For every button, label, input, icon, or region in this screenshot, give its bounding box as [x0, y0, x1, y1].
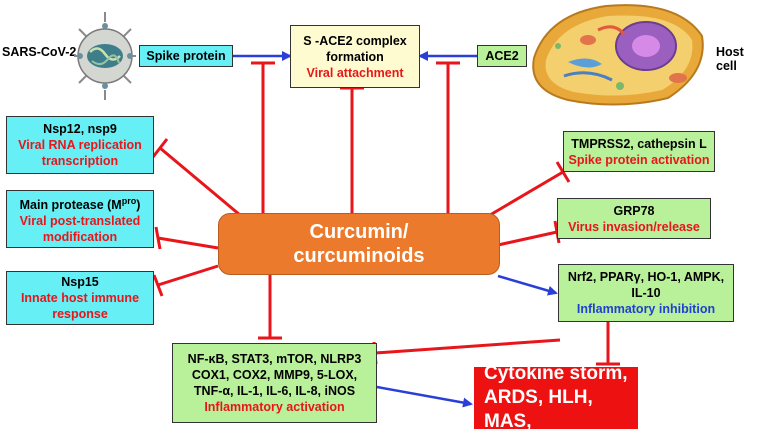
nrf2-effect: Inflammatory inhibition — [576, 302, 716, 316]
mpro-title-sup: pro — [121, 195, 137, 206]
inhibit-mpro-line — [157, 236, 219, 250]
nsp12-effect2: transcription — [41, 154, 119, 168]
tmprss2-box: TMPRSS2, cathepsin L Spike protein activ… — [563, 131, 715, 172]
nsp15-effect1: Innate host immune — [20, 291, 140, 305]
nrf2-line1: Nrf2, PPARγ, HO-1, AMPK, — [567, 270, 725, 284]
inhibit-tmprss2-line — [489, 170, 564, 217]
inhibit-grp78-line — [497, 230, 558, 247]
grp78-box: GRP78 Virus invasion/release — [557, 198, 711, 239]
curcumin-box: Curcumin/ curcuminoids — [218, 213, 500, 275]
nsp12-effect1: Viral RNA replication — [18, 138, 142, 152]
mpro-title-prefix: Main protease (M — [19, 198, 122, 213]
complex-line1: S -ACE2 complex — [303, 33, 407, 48]
center-to-nrf2-arrow — [497, 274, 558, 296]
inhibition-lines — [151, 61, 620, 366]
spike-protein-label: Spike protein — [146, 49, 226, 63]
host-cell-label: Host cell — [716, 45, 744, 73]
spike-protein-box: Spike protein — [139, 45, 233, 67]
host-cell-icon — [532, 4, 704, 106]
nsp15-effect2: response — [52, 307, 108, 321]
inhibit-nsp12-line — [159, 146, 241, 217]
cytokine-storm-box: Cytokine storm, ARDS, HLH, MAS, — [474, 363, 638, 432]
tmprss2-effect: Spike protein activation — [568, 152, 710, 167]
grp78-effect: Virus invasion/release — [568, 219, 700, 234]
curcumin-line1: Curcumin/ — [309, 221, 409, 243]
ace2-box: ACE2 — [477, 45, 527, 67]
nfkb-line1: NF-κB, STAT3, mTOR, NLRP3 — [187, 352, 362, 366]
activation-arrows — [233, 51, 558, 408]
nsp12-box: Nsp12, nsp9 Viral RNA replication transc… — [6, 116, 154, 174]
nsp12-title: Nsp12, nsp9 — [43, 122, 117, 136]
nrf2-line2: IL-10 — [631, 286, 661, 300]
nsp15-box: Nsp15 Innate host immune response — [6, 271, 154, 325]
inhibit-nsp15-line — [157, 264, 219, 287]
storm-line2: ARDS, HLH, MAS, — [484, 387, 593, 432]
virus-icon — [74, 12, 136, 100]
s-ace2-complex-box: S -ACE2 complex formation Viral attachme… — [290, 25, 420, 88]
nfkb-line3: TNF-α, IL-1, IL-6, IL-8, iNOS — [193, 384, 356, 398]
main-protease-box: Main protease (Mpro) Viral post-translat… — [6, 190, 154, 248]
mpro-title-suffix: ) — [136, 198, 141, 213]
curcumin-line2: curcuminoids — [293, 245, 425, 267]
sars-cov-2-label: SARS-CoV-2 — [2, 45, 77, 59]
complex-line2: formation — [326, 49, 384, 64]
tmprss2-title: TMPRSS2, cathepsin L — [571, 136, 707, 151]
grp78-title: GRP78 — [613, 203, 655, 218]
mpro-effect1: Viral post-translated — [19, 214, 141, 229]
ace2-label: ACE2 — [485, 49, 519, 63]
nfkb-effect: Inflammatory activation — [204, 400, 345, 414]
nfkb-line2: COX1, COX2, MMP9, 5-LOX, — [191, 368, 358, 382]
mpro-title: Main protease (Mpro) — [20, 193, 141, 213]
nrf2-box: Nrf2, PPARγ, HO-1, AMPK, IL-10 Inflammat… — [558, 264, 734, 322]
mpro-effect2: modification — [42, 230, 118, 245]
nsp15-title: Nsp15 — [61, 275, 99, 289]
nfkb-box: NF-κB, STAT3, mTOR, NLRP3 COX1, COX2, MM… — [172, 343, 377, 423]
viral-attachment-label: Viral attachment — [306, 65, 404, 80]
nrf2-inhibit-nfkb-line — [374, 338, 561, 355]
storm-line1: Cytokine storm, — [484, 363, 628, 384]
nfkb-to-storm-arrow — [376, 385, 473, 408]
